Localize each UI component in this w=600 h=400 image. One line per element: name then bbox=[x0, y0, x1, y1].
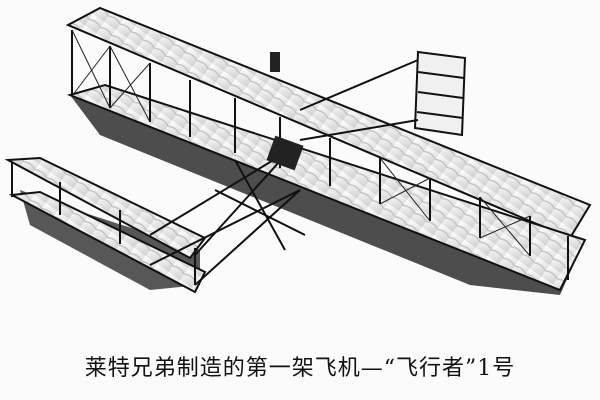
front-elevator bbox=[4, 156, 207, 294]
bracing-wires bbox=[71, 29, 531, 257]
rear-rudder bbox=[299, 50, 467, 141]
engine-icon bbox=[266, 52, 304, 171]
wright-flyer-illustration bbox=[4, 6, 592, 295]
upper-main-wing bbox=[65, 6, 592, 240]
lower-main-wing bbox=[66, 83, 587, 292]
image-caption: 莱特兄弟制造的第一架飞机—“飞行者”1号 bbox=[84, 356, 516, 381]
outrigger-frame bbox=[149, 149, 306, 286]
